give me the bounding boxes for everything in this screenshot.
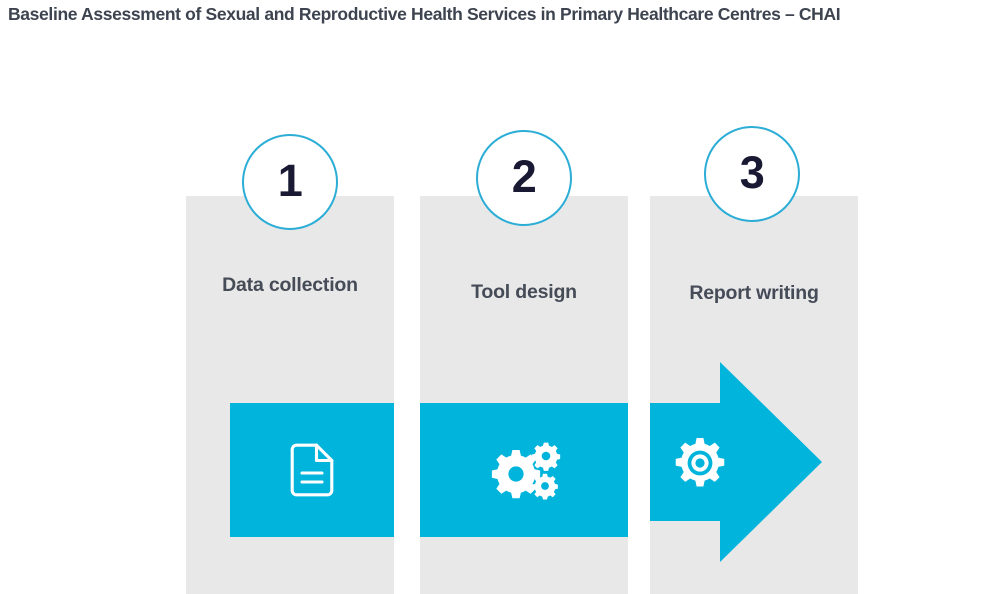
document-icon: [279, 441, 345, 499]
step-1-circle[interactable]: 1: [242, 134, 338, 230]
process-step-3[interactable]: 3 Report writing: [650, 126, 858, 594]
page-title: Baseline Assessment of Sexual and Reprod…: [8, 4, 841, 24]
process-step-2[interactable]: 2 Tool design: [420, 130, 628, 594]
step-1-number: 1: [277, 155, 303, 206]
process-step-1[interactable]: 1 Data collection: [186, 134, 394, 594]
step-3-circle[interactable]: 3: [704, 126, 800, 222]
gears-icon: [491, 439, 563, 501]
step-3-panel: [650, 196, 858, 594]
step-2-circle[interactable]: 2: [476, 130, 572, 226]
step-3-number: 3: [739, 147, 765, 198]
step-2-number: 2: [511, 151, 537, 202]
step-1-label: Data collection: [222, 274, 358, 296]
step-2-label: Tool design: [471, 281, 577, 303]
gear-icon: [672, 435, 728, 491]
step-3-label: Report writing: [689, 282, 819, 304]
step-1-band: [230, 403, 394, 537]
